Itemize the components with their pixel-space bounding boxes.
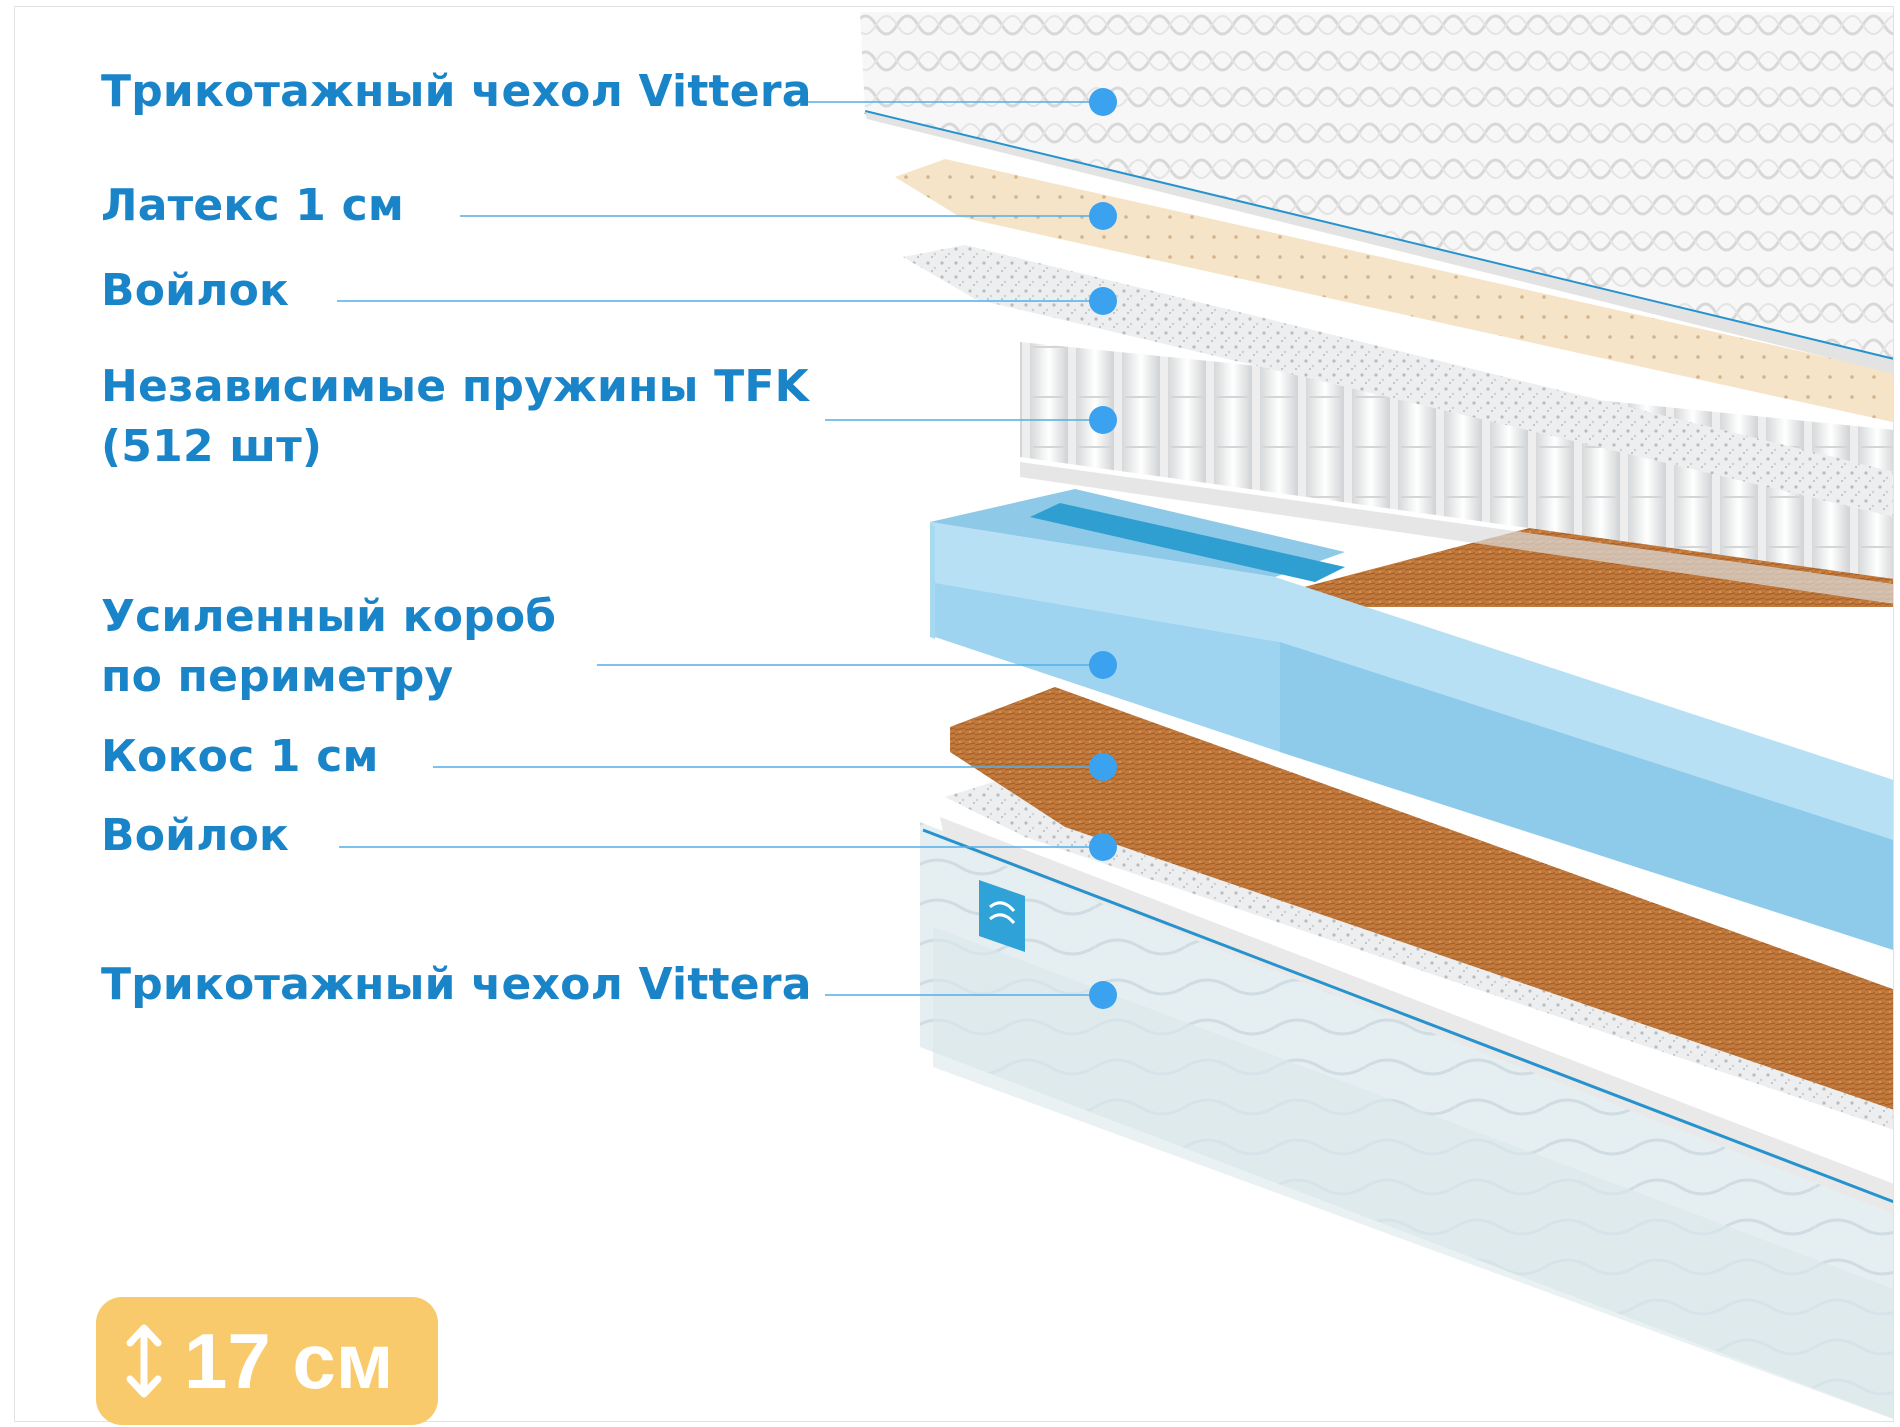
layer-label-coconut: Кокос 1 см xyxy=(101,731,379,782)
mattress-illustration xyxy=(337,12,1893,1419)
layer-dot xyxy=(1089,287,1117,315)
layer-label-felt-upper: Войлок xyxy=(101,265,290,316)
layer-dots xyxy=(1089,88,1117,1009)
layer-dot xyxy=(1089,981,1117,1009)
height-badge: 17 см xyxy=(96,1297,438,1425)
frame xyxy=(14,6,1894,1422)
layer-label-top-cover: Трикотажный чехол Vittera xyxy=(101,66,812,117)
layer-dot xyxy=(1089,753,1117,781)
layer-label-latex: Латекс 1 см xyxy=(101,180,405,231)
layer-label-springs: Независимые пружины TFK (512 шт) xyxy=(101,361,809,472)
layer-label-foam-box: Усиленный короб по периметру xyxy=(101,591,557,702)
leader-lines xyxy=(337,101,1098,996)
layer-dot xyxy=(1089,202,1117,230)
layer-label-felt-lower: Войлок xyxy=(101,810,290,861)
layer-dot xyxy=(1089,833,1117,861)
vertical-double-arrow-icon xyxy=(126,1324,162,1398)
brand-tag xyxy=(979,880,1025,952)
layer-label-bottom-cover: Трикотажный чехол Vittera xyxy=(101,959,812,1010)
layer-dot xyxy=(1089,651,1117,679)
layer-dot xyxy=(1089,406,1117,434)
layer-dot xyxy=(1089,88,1117,116)
height-value: 17 см xyxy=(184,1316,394,1405)
